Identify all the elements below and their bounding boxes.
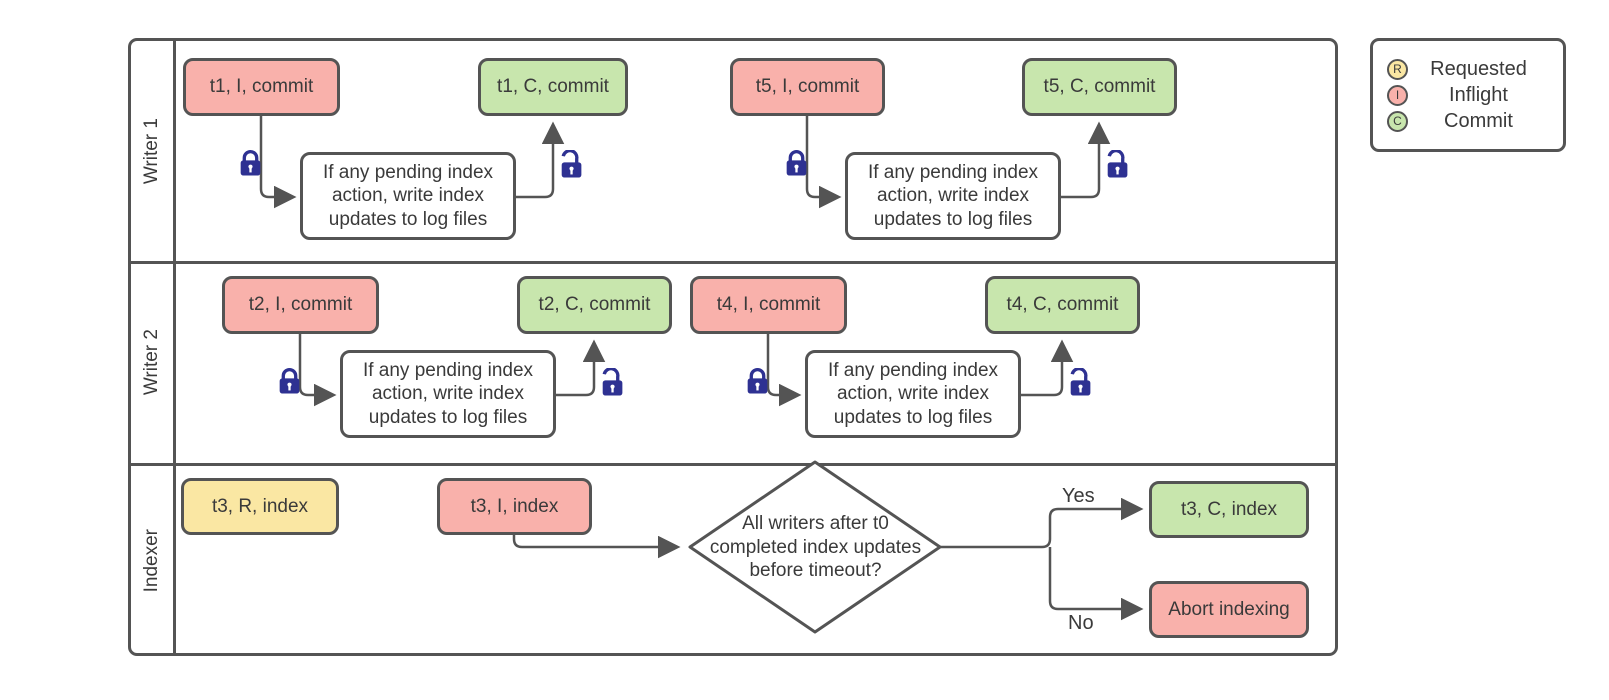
edge-t4-inflight-to-process — [766, 334, 802, 407]
state-t5-inflight: t5, I, commit — [730, 58, 885, 116]
edge-t2-inflight-to-process — [298, 334, 337, 407]
branch-label-no: No — [1068, 612, 1094, 634]
edge-t1-inflight-to-process — [259, 116, 297, 209]
legend-item-inflight: I Inflight — [1387, 84, 1549, 107]
lock-open-icon — [1066, 367, 1093, 397]
state-t2-commit: t2, C, commit — [517, 276, 672, 334]
inflight-state-icon: I — [1387, 84, 1408, 106]
edge-decision-no-to-abort — [1048, 547, 1144, 621]
process-note-writer2-t2: If any pending index action, write index… — [340, 350, 556, 438]
lane-divider-writer2-indexer — [131, 463, 1335, 466]
state-t4-inflight: t4, I, commit — [690, 276, 847, 334]
process-note-writer2-t4: If any pending index action, write index… — [805, 350, 1021, 438]
edge-t5-inflight-to-process — [805, 116, 842, 209]
legend-item-commit: C Commit — [1387, 110, 1549, 133]
state-t2-inflight: t2, I, commit — [222, 276, 379, 334]
lane-label-column-divider — [173, 41, 176, 653]
edge-process-to-t4-commit — [1021, 339, 1074, 397]
state-abort-indexing: Abort indexing — [1149, 581, 1309, 638]
legend-label-commit: Commit — [1444, 109, 1513, 132]
branch-label-yes: Yes — [1062, 485, 1095, 507]
state-t4-commit: t4, C, commit — [985, 276, 1140, 334]
process-note-writer1-t5: If any pending index action, write index… — [845, 152, 1061, 240]
lock-open-icon — [1103, 149, 1130, 179]
edge-t3-inflight-to-decision — [512, 535, 681, 559]
state-t5-commit: t5, C, commit — [1022, 58, 1177, 116]
lock-closed-icon — [744, 366, 771, 395]
edge-process-to-t5-commit — [1061, 121, 1111, 199]
lock-closed-icon — [276, 366, 303, 395]
decision-question-text: All writers after t0 completed index upd… — [709, 513, 922, 582]
lock-open-icon — [598, 367, 625, 397]
process-note-writer1-t1: If any pending index action, write index… — [300, 152, 516, 240]
state-t3-inflight: t3, I, index — [437, 478, 592, 535]
decision-diamond — [688, 460, 942, 634]
legend-item-requested: R Requested — [1387, 58, 1549, 81]
state-t1-commit: t1, C, commit — [478, 58, 628, 116]
edge-decision-yes-to-t3-commit — [940, 497, 1144, 549]
state-t3-commit: t3, C, index — [1149, 481, 1309, 538]
edge-process-to-t1-commit — [516, 121, 565, 199]
lock-open-icon — [557, 149, 584, 179]
edge-process-to-t2-commit — [556, 339, 606, 397]
lock-closed-icon — [237, 148, 264, 177]
state-t1-inflight: t1, I, commit — [183, 58, 340, 116]
state-t3-requested: t3, R, index — [181, 478, 339, 535]
commit-state-icon: C — [1387, 110, 1408, 132]
requested-state-icon: R — [1387, 58, 1408, 80]
legend-label-inflight: Inflight — [1449, 83, 1508, 106]
lock-closed-icon — [783, 148, 810, 177]
legend-label-requested: Requested — [1430, 57, 1527, 80]
legend: R Requested I Inflight C Commit — [1370, 38, 1566, 152]
lane-divider-writer1-writer2 — [131, 261, 1335, 264]
